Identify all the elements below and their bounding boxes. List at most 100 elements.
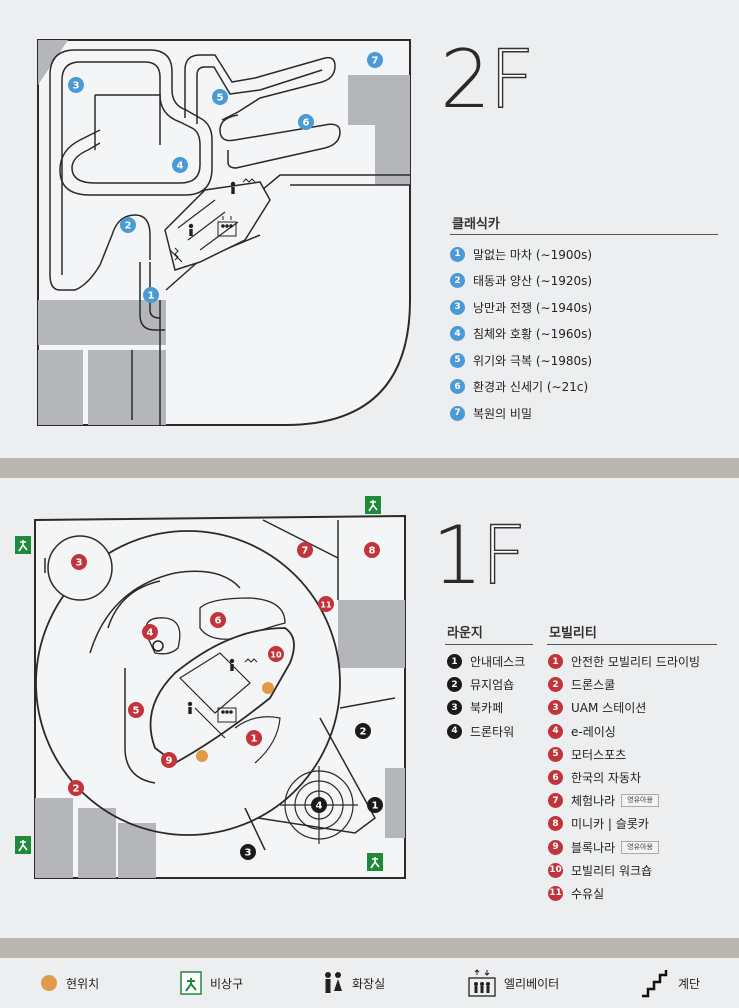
- zone-marker: [68, 780, 84, 796]
- zone-label: 드론타워: [470, 724, 515, 739]
- zone-label: 드론스쿨: [571, 678, 616, 693]
- zone-label: 모빌리티 워크숍: [571, 863, 653, 878]
- zone-label: 블록나라: [571, 840, 616, 855]
- zone-marker: [246, 730, 262, 746]
- list-item: 4 드론타워: [447, 720, 525, 743]
- zone-badge: 1: [447, 654, 462, 670]
- zone-marker-label: 2: [360, 727, 367, 738]
- zone-badge: 1: [450, 246, 465, 262]
- zone-badge: 11: [548, 885, 563, 901]
- zone-label: 체험나라: [571, 794, 616, 809]
- section-divider: [450, 234, 718, 235]
- zone-marker-label: 3: [245, 848, 252, 859]
- floor-2f-title: 2F: [440, 39, 536, 120]
- zone-badge: 7: [548, 793, 563, 809]
- zone-marker: [240, 844, 256, 860]
- zone-marker-label: 3: [76, 558, 83, 569]
- restroom-icon: [325, 972, 342, 993]
- legend-label: 비상구: [210, 976, 244, 991]
- stairs-icon: [174, 247, 179, 261]
- section-title-mobility: 모빌리티: [549, 626, 597, 641]
- zone-marker: [128, 702, 144, 718]
- list-item: 1 안내데스크: [447, 650, 525, 673]
- zone-label: 뮤지엄숍: [470, 678, 515, 693]
- zone-label: 미니카 | 슬롯카: [571, 817, 649, 832]
- restroom-icon: [188, 181, 236, 236]
- stairs-icon: [642, 970, 668, 998]
- zone-marker: [172, 157, 188, 173]
- floor-letter: F: [480, 509, 527, 602]
- zone-marker-label: 2: [73, 784, 80, 795]
- wall-block: [78, 808, 116, 878]
- floor-number: 2: [440, 33, 491, 126]
- section-title-classic-car: 클래식카: [452, 217, 500, 232]
- zone-badge: 9: [548, 839, 563, 855]
- current-location-icon: [41, 975, 57, 991]
- zone-badge: 2: [450, 273, 465, 289]
- zone-badge: 6: [548, 770, 563, 786]
- stairs-icon: [242, 178, 256, 183]
- wall-block: [35, 798, 73, 878]
- zone-badge: 7: [450, 405, 465, 421]
- stairs-icon: [244, 658, 258, 663]
- zone-marker-label: 9: [166, 756, 173, 767]
- zone-marker: [297, 542, 313, 558]
- zone-marker: [355, 723, 371, 739]
- legend-stairs: 계단: [640, 958, 700, 1008]
- legend-label: 계단: [678, 976, 701, 991]
- zone-marker-label: 1: [148, 291, 155, 302]
- zone-label: 복원의 비밀: [473, 406, 533, 421]
- zone-badge: 6: [450, 379, 465, 395]
- legend-restroom: 화장실: [322, 958, 385, 1008]
- zone-marker-label: 7: [302, 546, 309, 557]
- map-legend-bar: 현위치 비상구 화장실 엘리베이터 계단: [0, 958, 739, 1008]
- zone-marker: [268, 646, 284, 662]
- zone-marker: [210, 612, 226, 628]
- current-location-icon: [262, 682, 274, 694]
- zone-badge: 4: [548, 723, 563, 739]
- zone-badge: 4: [450, 326, 465, 342]
- zone-marker: [142, 624, 158, 640]
- zone-marker: [68, 77, 84, 93]
- zone-marker: [298, 114, 314, 130]
- zone-badge: 8: [548, 816, 563, 832]
- wall-block: [385, 768, 405, 838]
- wall-block: [38, 350, 83, 425]
- zone-marker: [318, 596, 334, 612]
- zone-marker: [143, 287, 159, 303]
- zone-marker-label: 1: [372, 801, 379, 812]
- zone-label: 위기와 극복 (∼1980s): [473, 353, 593, 368]
- zone-badge: 2: [548, 677, 563, 693]
- zone-marker: [71, 554, 87, 570]
- list-item: 6 한국의 자동차: [548, 766, 700, 789]
- zone-marker: [120, 217, 136, 233]
- emergency-exit-icon: [15, 836, 31, 854]
- wall-block: [38, 40, 68, 85]
- zone-badge: 1: [548, 654, 563, 670]
- zone-marker-label: 7: [372, 56, 379, 67]
- wall-block: [348, 75, 410, 125]
- zone-label: 한국의 자동차: [571, 771, 642, 786]
- wall-block: [118, 823, 156, 878]
- legend-current-location: 현위치: [40, 958, 99, 1008]
- zone-badge: 4: [447, 723, 462, 739]
- rotunda: [35, 530, 341, 836]
- zone-label: 안내데스크: [470, 655, 526, 670]
- wall-block: [88, 350, 166, 425]
- zone-badge: 3: [548, 700, 563, 716]
- current-location-icon: [196, 750, 208, 762]
- section-title-lounge: 라운지: [447, 626, 483, 641]
- zone-marker-label: 4: [177, 161, 184, 172]
- zone-label: 수유실: [571, 886, 605, 901]
- legend-label: 현위치: [66, 976, 100, 991]
